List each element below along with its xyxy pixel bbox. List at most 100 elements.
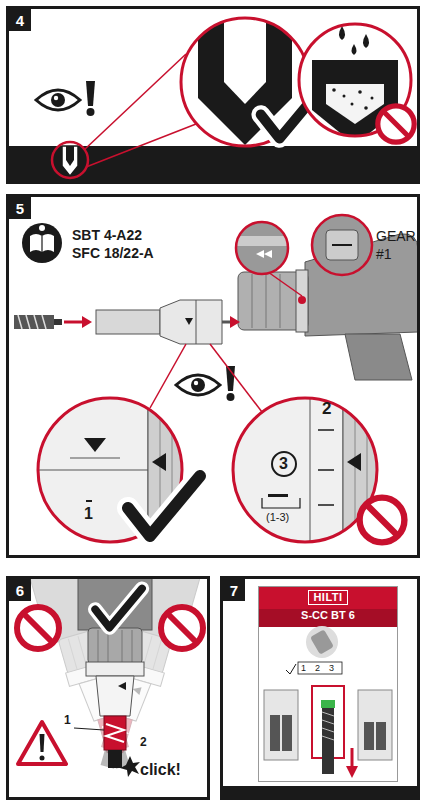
- drill-assembly: [367, 396, 368, 546]
- drill-alignment: [30, 579, 158, 777]
- product-name: SBT 4-A22: [72, 228, 142, 242]
- brand-logo: HILTI: [308, 590, 347, 605]
- scale-number: 3: [279, 456, 288, 472]
- drill-assembly: [54, 319, 62, 325]
- drill-assembly: [318, 469, 334, 471]
- drill-assembly: [86, 500, 92, 502]
- drill-assembly: [41, 236, 42, 252]
- drill-assembly: [160, 396, 161, 546]
- drill-assembly: [222, 321, 232, 324]
- step-number: 6: [9, 579, 31, 601]
- pin-inspection: [371, 97, 374, 100]
- pin-inspection: [198, 10, 292, 145]
- pin-inspection: [62, 146, 78, 176]
- gear-label: GEAR: [376, 229, 416, 243]
- drill-assembly: [280, 274, 281, 328]
- drill-assembly: [332, 244, 352, 246]
- drill-assembly: [148, 396, 188, 546]
- drill-alignment: [161, 607, 203, 649]
- pin-inspection: [36, 81, 95, 116]
- drill-assembly: [176, 366, 235, 401]
- drill-assembly: [236, 222, 288, 274]
- step-panel: 5: [6, 194, 420, 558]
- drill-assembly: [30, 234, 54, 252]
- drill-alignment: [40, 756, 45, 761]
- drill-assembly: [318, 504, 334, 506]
- pin-inspection: [358, 90, 362, 94]
- drill-assembly: [358, 258, 366, 266]
- step-panel: 4: [6, 6, 420, 184]
- drill-assembly: [345, 334, 412, 380]
- product-card-art: [346, 766, 358, 778]
- drill-assembly: [262, 498, 300, 508]
- product-card: HILTI S-CC BT 6: [258, 586, 398, 782]
- drill-alignment: [40, 734, 45, 752]
- drill-assembly: [231, 396, 343, 546]
- drill-assembly: [231, 396, 381, 546]
- product-card-art: [220, 786, 420, 800]
- drill-assembly: [298, 296, 306, 304]
- drill-assembly: [268, 272, 302, 296]
- callout-number: 1: [64, 714, 71, 726]
- drill-assembly: [312, 215, 372, 275]
- pin-inspection: [363, 34, 369, 48]
- drill-assembly: [39, 225, 45, 231]
- gear-number: #1: [376, 247, 392, 261]
- drill-assembly: [36, 396, 188, 546]
- drill-assembly: [348, 258, 362, 274]
- pin-inspection: [86, 124, 196, 167]
- drill-assembly: [172, 396, 173, 546]
- pin-inspection: [339, 26, 345, 40]
- product-card-art: [310, 629, 334, 654]
- drill-assembly: [360, 498, 405, 543]
- pin-inspection: [66, 146, 74, 166]
- pin-inspection: [6, 10, 420, 184]
- drill-assembly: [326, 230, 358, 260]
- pin-inspection: [224, 10, 266, 104]
- drill-assembly: [230, 316, 240, 328]
- product-card-art: [322, 708, 334, 774]
- product-card-art: [312, 686, 344, 758]
- drill-alignment: [120, 756, 140, 777]
- pin-inspection: [312, 60, 398, 145]
- drill-alignment: [95, 589, 142, 628]
- drill-alignment: [74, 728, 104, 730]
- pin-inspection: [180, 10, 310, 148]
- pin-inspection: [299, 24, 411, 136]
- pin-inspection: [326, 84, 384, 124]
- drill-assembly: [196, 300, 197, 344]
- product-card-art: [270, 715, 280, 751]
- pin-inspection: [261, 87, 322, 138]
- pin-inspection: [378, 106, 414, 142]
- drill-assembly: [312, 215, 372, 275]
- drill-alignment: [72, 579, 200, 777]
- drill-assembly: [272, 452, 296, 476]
- drill-assembly: [36, 470, 148, 471]
- sound-cue: click!: [140, 762, 181, 778]
- product-card-art: [290, 664, 296, 674]
- drill-alignment: [9, 579, 207, 785]
- drill-assembly: [355, 396, 356, 546]
- drill-assembly: [160, 300, 222, 344]
- pin-inspection: [6, 146, 420, 184]
- drill-assembly: [128, 476, 200, 536]
- range-note: (1-3): [266, 512, 289, 523]
- drill-assembly: [238, 272, 308, 330]
- drill-assembly: [14, 315, 54, 329]
- drill-assembly: [150, 344, 186, 408]
- product-card-art: [306, 626, 338, 658]
- product-code: S-CC BT 6: [301, 610, 355, 621]
- pin-inspection: [180, 16, 310, 148]
- drill-assembly: [236, 222, 288, 274]
- product-card-art: [298, 662, 342, 674]
- drill-assembly: [38, 398, 182, 542]
- scale-number: 1: [84, 506, 93, 522]
- pin-inspection: [351, 103, 354, 106]
- product-name: SFC 18/22-A: [72, 246, 154, 260]
- product-card-art: [220, 626, 420, 800]
- pin-inspection: [181, 18, 309, 146]
- drill-assembly: [36, 396, 186, 546]
- pin-inspection: [52, 142, 88, 178]
